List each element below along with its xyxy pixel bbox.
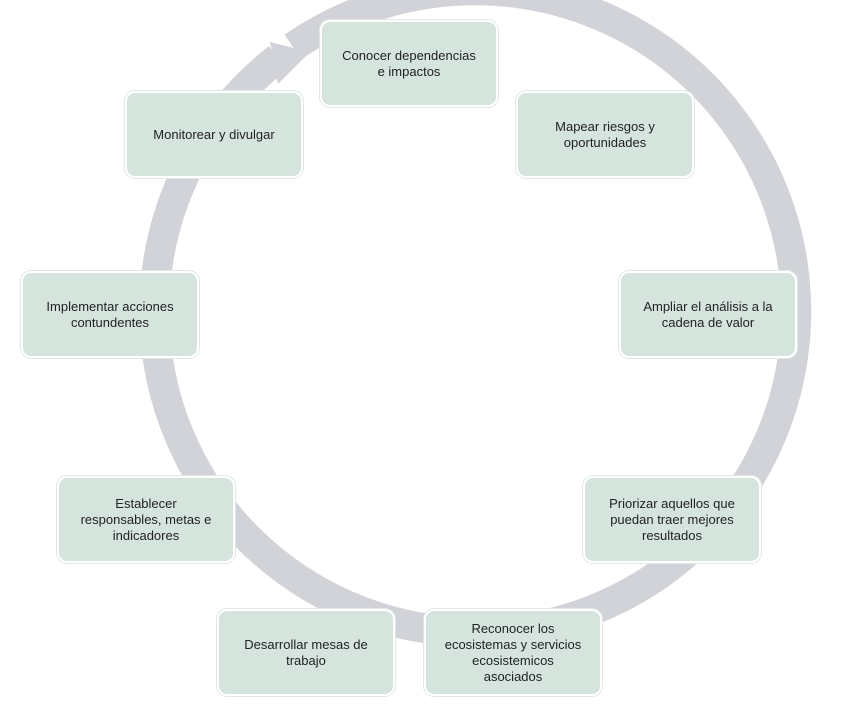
step-desarrollar-mesas: Desarrollar mesas de trabajo xyxy=(217,609,395,696)
step-monitorear-divulgar: Monitorear y divulgar xyxy=(125,91,303,178)
step-label: Desarrollar mesas de trabajo xyxy=(244,636,368,668)
step-label: Conocer dependencias e impactos xyxy=(342,47,476,79)
step-priorizar: Priorizar aquellos que puedan traer mejo… xyxy=(583,476,761,563)
step-label: Mapear riesgos y oportunidades xyxy=(555,118,655,150)
step-label: Ampliar el análisis a la cadena de valor xyxy=(643,298,773,330)
step-label: Implementar acciones contundentes xyxy=(46,298,174,330)
step-implementar-acciones: Implementar acciones contundentes xyxy=(21,271,199,358)
step-label: Reconocer los ecosistemas y servicios ec… xyxy=(444,620,582,684)
step-label: Establecer responsables, metas e indicad… xyxy=(80,495,212,543)
step-mapear-riesgos: Mapear riesgos y oportunidades xyxy=(516,91,694,178)
step-label: Monitorear y divulgar xyxy=(153,126,275,142)
step-ampliar-analisis: Ampliar el análisis a la cadena de valor xyxy=(619,271,797,358)
cycle-arrowhead xyxy=(270,42,310,84)
step-establecer-responsables: Establecer responsables, metas e indicad… xyxy=(57,476,235,563)
step-label: Priorizar aquellos que puedan traer mejo… xyxy=(609,495,735,543)
step-reconocer-ecosistemas: Reconocer los ecosistemas y servicios ec… xyxy=(424,609,602,696)
step-conocer-dependencias: Conocer dependencias e impactos xyxy=(320,20,498,107)
